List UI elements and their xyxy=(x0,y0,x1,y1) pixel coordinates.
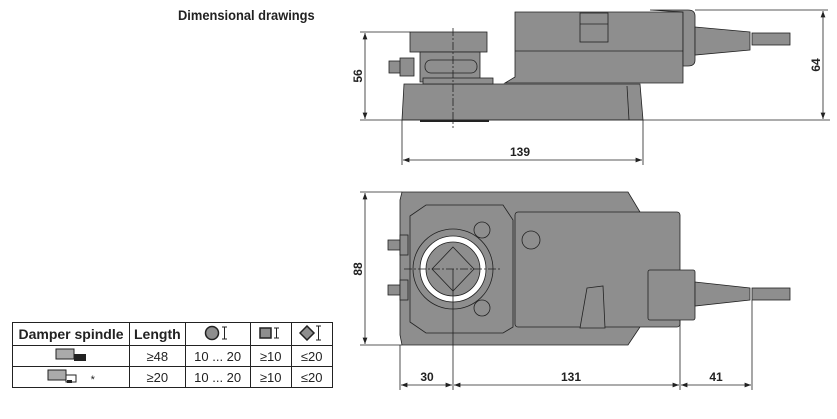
table-header-row: Damper spindle Length xyxy=(12,322,333,346)
dimension-lines xyxy=(360,9,830,390)
round-cell: 10 ... 20 xyxy=(184,345,251,367)
short-spindle-icon xyxy=(47,369,77,383)
top-view xyxy=(387,191,791,346)
dim-30: 30 xyxy=(420,370,434,384)
header-square xyxy=(249,322,292,346)
dim-41: 41 xyxy=(709,370,723,384)
header-diamond xyxy=(290,322,333,346)
dim-56: 56 xyxy=(351,69,365,83)
dim-131: 131 xyxy=(561,370,581,384)
length-cell: ≥20 xyxy=(129,366,186,388)
diamond-cell: ≤20 xyxy=(290,345,333,367)
square-spindle-icon xyxy=(258,326,279,339)
length-cell: ≥48 xyxy=(129,345,186,367)
header-damper-spindle: Damper spindle xyxy=(12,322,130,346)
header-round xyxy=(184,322,251,346)
dim-88: 88 xyxy=(351,262,365,276)
dim-64: 64 xyxy=(809,58,823,72)
table-row: ≥48 10 ... 20 ≥10 ≤20 xyxy=(12,345,333,367)
square-cell: ≥10 xyxy=(249,345,292,367)
damper-spindle-table: Damper spindle Length ≥48 10 ... 20 ≥10 … xyxy=(12,322,333,388)
page-title: Dimensional drawings xyxy=(178,7,315,23)
spindle-cell xyxy=(12,345,130,367)
long-spindle-icon xyxy=(55,348,86,361)
footnote-asterisk: * xyxy=(90,373,95,386)
spindle-cell: * xyxy=(12,366,130,388)
square-cell: ≥10 xyxy=(249,366,292,388)
round-spindle-icon xyxy=(204,325,227,340)
diamond-cell: ≤20 xyxy=(290,366,333,388)
dim-139: 139 xyxy=(510,145,530,159)
side-view xyxy=(388,9,791,122)
round-cell: 10 ... 20 xyxy=(184,366,251,388)
diamond-spindle-icon xyxy=(298,324,321,341)
header-length: Length xyxy=(129,322,186,346)
table-row: * ≥20 10 ... 20 ≥10 ≤20 xyxy=(12,366,333,388)
